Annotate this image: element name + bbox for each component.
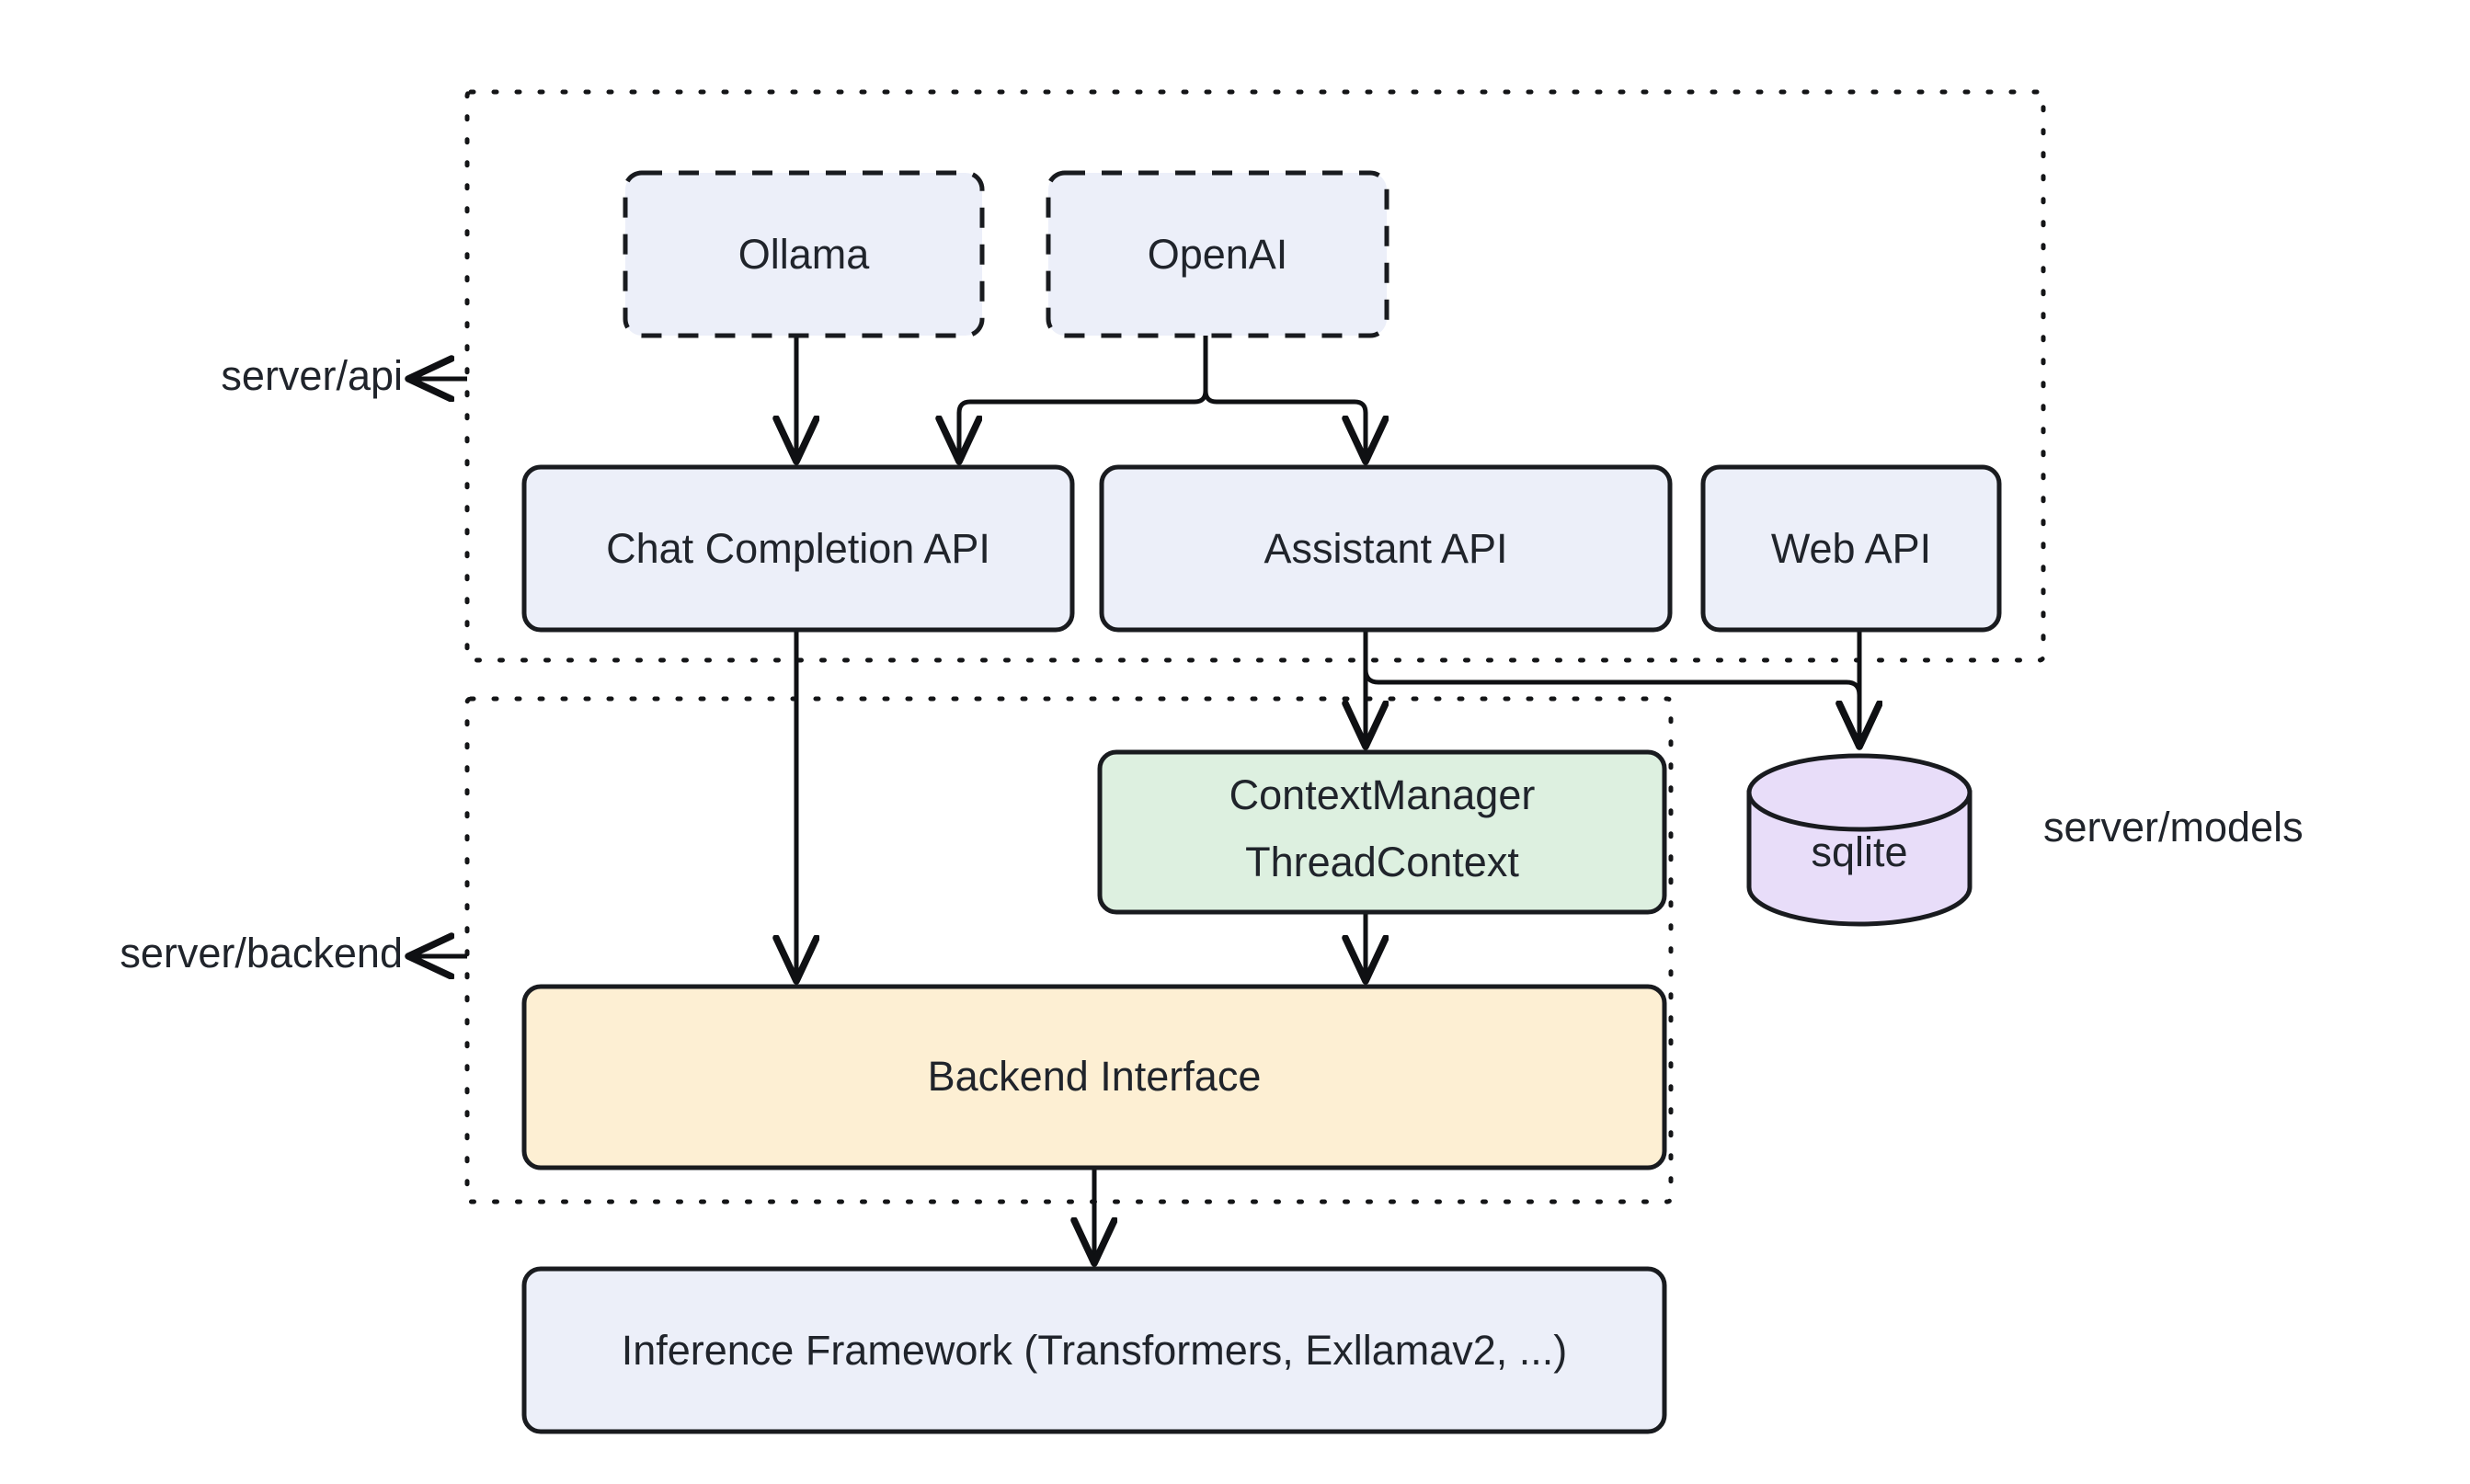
node-openai-label: OpenAI (1148, 231, 1288, 278)
node-backend-interface-shape[interactable] (521, 984, 1667, 1170)
node-openai-shape[interactable] (1046, 170, 1389, 338)
node-context-manager-label-line1: ContextManager (1229, 771, 1536, 818)
node-sqlite-label: sqlite (1811, 828, 1907, 875)
node-context-manager-shape[interactable] (1097, 749, 1667, 915)
node-ollama-label: Ollama (738, 231, 871, 278)
node-inference-framework-label: Inference Framework (Transformers, Exlla… (622, 1327, 1568, 1374)
node-backend-interface-label: Backend Interface (928, 1053, 1262, 1100)
group-server-backend (464, 696, 1674, 1204)
edge-openai-to-assistant-api (1203, 336, 1366, 458)
node-chat-completion-api-shape[interactable] (521, 464, 1075, 633)
group-label-server-api-text: server/api (221, 352, 403, 399)
node-inference-framework[interactable]: Inference Framework (Transformers, Exlla… (521, 1266, 1667, 1434)
node-backend-interface[interactable]: Backend Interface (521, 984, 1667, 1170)
node-assistant-api-shape[interactable] (1099, 464, 1673, 633)
group-label-server-models: server/models (2043, 804, 2304, 850)
node-assistant-api-label: Assistant API (1264, 525, 1507, 572)
node-inference-framework-shape[interactable] (521, 1266, 1667, 1434)
edge-assistant-api-to-sqlite (1363, 630, 1859, 743)
edge-openai-to-chat-api (959, 336, 1208, 458)
group-label-server-backend: server/backend (120, 930, 467, 976)
node-context-manager[interactable]: ContextManager ThreadContext (1097, 749, 1667, 915)
node-chat-completion-api-label: Chat Completion API (606, 525, 990, 572)
group-label-server-models-text: server/models (2043, 804, 2304, 850)
group-label-server-api: server/api (221, 352, 467, 399)
node-assistant-api[interactable]: Assistant API (1099, 464, 1673, 633)
node-web-api-label: Web API (1771, 525, 1931, 572)
node-sqlite[interactable]: sqlite (1746, 753, 1973, 927)
node-context-manager-label-line2: ThreadContext (1245, 839, 1519, 885)
node-openai[interactable]: OpenAI (1046, 170, 1389, 338)
node-sqlite-top (1746, 753, 1973, 832)
node-ollama-shape[interactable] (623, 170, 985, 338)
node-chat-completion-api[interactable]: Chat Completion API (521, 464, 1075, 633)
node-web-api[interactable]: Web API (1700, 464, 2002, 633)
group-label-server-backend-text: server/backend (120, 930, 403, 976)
node-ollama[interactable]: Ollama (623, 170, 985, 338)
group-server-api (464, 89, 2046, 663)
node-web-api-shape[interactable] (1700, 464, 2002, 633)
